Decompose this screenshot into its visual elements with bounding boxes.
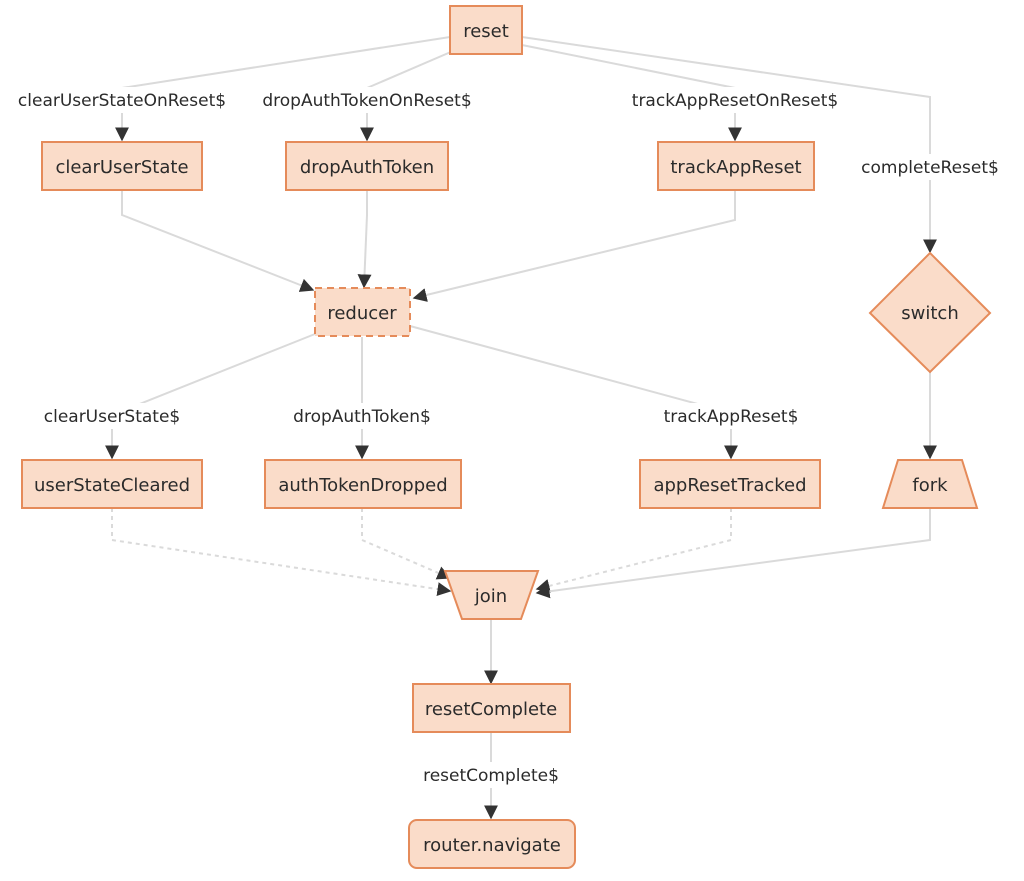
edge-clearUserState-reducer: [121, 190, 315, 292]
node-clearUserState: clearUserState: [41, 141, 203, 191]
edge-label-completeReset: completeReset$: [861, 158, 999, 178]
node-reset: reset: [449, 5, 523, 55]
node-trackAppReset: trackAppReset: [657, 141, 815, 191]
node-label-userStateCleared: userStateCleared: [34, 475, 190, 496]
node-label-resetComplete: resetComplete: [425, 699, 557, 720]
node-label-reducer: reducer: [327, 303, 397, 324]
node-label-join: join: [474, 586, 507, 607]
node-label-reset: reset: [463, 21, 509, 42]
node-label-appResetTracked: appResetTracked: [653, 475, 806, 496]
edge-label-clearUserState: clearUserState$: [44, 407, 181, 427]
node-resetComplete: resetComplete: [412, 683, 571, 733]
node-routerNavigate: router.navigate: [408, 819, 576, 869]
node-join: join: [443, 570, 540, 620]
edge-reducer-userStateCleared: [105, 333, 316, 460]
node-dropAuthToken: dropAuthToken: [285, 141, 449, 191]
edge-authTokenDropped-join: [361, 508, 452, 580]
edge-label-dropAuthToken: dropAuthToken$: [293, 407, 431, 427]
edge-dropAuthToken-reducer: [357, 190, 372, 289]
node-label-switch: switch: [901, 303, 958, 324]
node-appResetTracked: appResetTracked: [639, 459, 821, 509]
edge-fork-join: [535, 508, 931, 599]
edge-trackAppReset-reducer: [412, 190, 736, 302]
node-userStateCleared: userStateCleared: [21, 459, 203, 509]
edge-labels: clearUserStateOnReset$ dropAuthTokenOnRe…: [8, 87, 1008, 788]
node-fork: fork: [881, 459, 979, 509]
node-authTokenDropped: authTokenDropped: [264, 459, 462, 509]
edges: [105, 36, 937, 820]
node-label-fork: fork: [912, 475, 948, 496]
edge-label-trackAppResetOnReset: trackAppResetOnReset$: [632, 91, 838, 111]
edge-reset-switch: [521, 36, 937, 254]
node-label-trackAppReset: trackAppReset: [670, 157, 801, 178]
edge-label-dropAuthTokenOnReset: dropAuthTokenOnReset$: [262, 91, 471, 111]
edge-userStateCleared-join: [111, 508, 452, 597]
node-label-routerNavigate: router.navigate: [423, 835, 561, 856]
edge-label-clearUserStateOnReset: clearUserStateOnReset$: [18, 91, 226, 111]
node-reducer: reducer: [314, 287, 411, 337]
node-label-authTokenDropped: authTokenDropped: [278, 475, 447, 496]
edge-label-trackAppReset: trackAppReset$: [664, 407, 799, 427]
edge-reducer-appResetTracked: [409, 325, 738, 460]
node-switch: switch: [868, 251, 992, 374]
edge-label-resetComplete: resetComplete$: [423, 766, 559, 786]
node-label-dropAuthToken: dropAuthToken: [300, 157, 434, 178]
node-label-clearUserState: clearUserState: [55, 157, 188, 178]
edge-appResetTracked-join: [535, 508, 732, 593]
